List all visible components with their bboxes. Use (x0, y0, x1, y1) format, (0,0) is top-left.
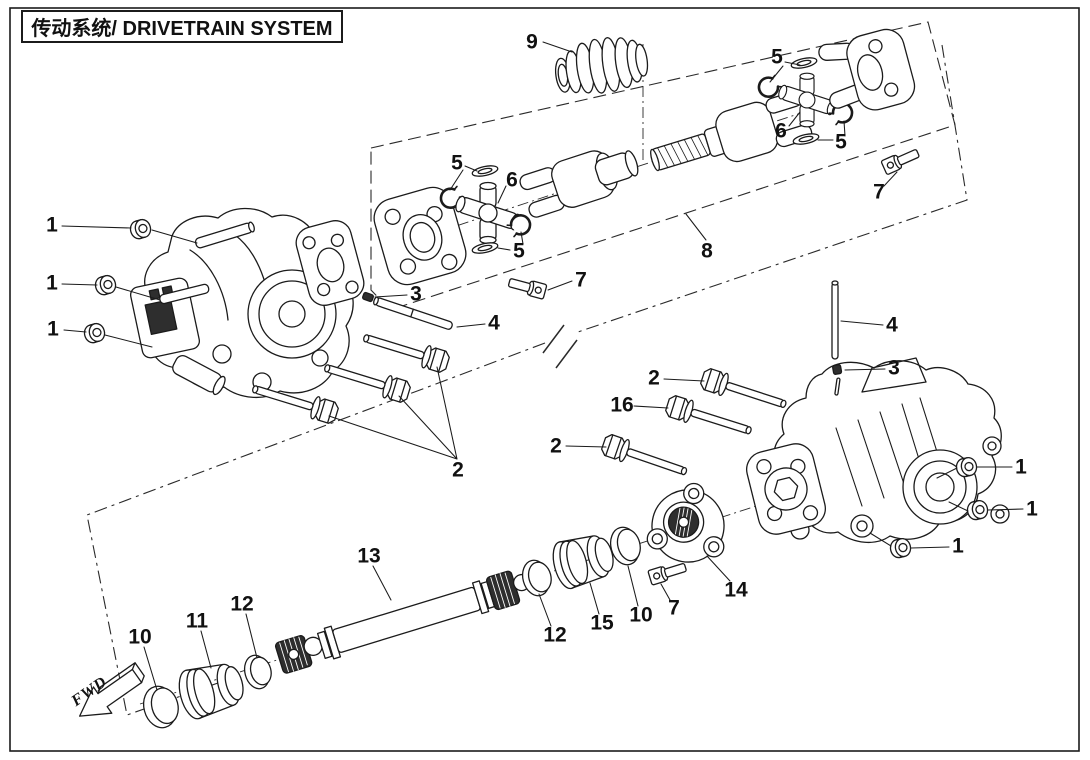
upper-assembly-dashed-box (370, 21, 956, 311)
callout-6: 6 (506, 168, 518, 192)
callout-5: 5 (771, 45, 783, 69)
front-output-flange (295, 220, 365, 306)
callout-5: 5 (835, 130, 847, 154)
propeller-shaft-part13 (274, 570, 536, 674)
callout-12: 12 (230, 592, 254, 616)
break-symbol (542, 324, 578, 369)
cv-boot-part9 (554, 37, 649, 94)
callout-2: 2 (452, 458, 464, 482)
callout-5: 5 (513, 239, 525, 263)
callout-4: 4 (488, 311, 500, 335)
callout-1: 1 (46, 271, 58, 295)
callout-15: 15 (590, 611, 614, 635)
callout-7: 7 (575, 268, 587, 292)
callout-11: 11 (185, 609, 209, 633)
callout-3: 3 (888, 356, 900, 380)
callout-10: 10 (629, 603, 653, 627)
gearbox-connector (144, 298, 178, 336)
callout-14: 14 (724, 578, 748, 602)
connector-phantom-line (86, 44, 968, 716)
front-gearbox (129, 207, 365, 398)
front-yoke (519, 150, 639, 218)
leader-lines (61, 41, 1024, 691)
callout-2: 2 (648, 366, 660, 390)
fwd-arrow (79, 662, 145, 717)
pin-part3 (832, 364, 843, 396)
callout-1: 1 (1015, 455, 1027, 479)
callout-16: 16 (610, 393, 634, 417)
callout-7: 7 (873, 180, 885, 204)
gearbox-output-shaft (172, 354, 226, 396)
ring-part10 (609, 526, 641, 566)
propshaft-front-flange (373, 186, 467, 286)
page-title: 传动系统/ DRIVETRAIN SYSTEM (31, 18, 333, 40)
callout-8: 8 (701, 239, 713, 263)
callout-6: 6 (775, 119, 787, 143)
ring-part12 (521, 559, 552, 597)
title-block: 传动系统/ DRIVETRAIN SYSTEM (21, 10, 343, 43)
flange-yoke (818, 28, 916, 111)
callout-5: 5 (451, 151, 463, 175)
callout-2: 2 (550, 434, 562, 458)
callout-4: 4 (886, 313, 898, 337)
callout-1: 1 (1026, 497, 1038, 521)
callout-1: 1 (46, 213, 58, 237)
callout-1: 1 (47, 317, 59, 341)
coupler-part15 (552, 535, 614, 590)
callout-1: 1 (952, 534, 964, 558)
coupling-flange-part14 (646, 482, 725, 563)
callout-7: 7 (668, 596, 680, 620)
callout-3: 3 (410, 282, 422, 306)
callout-9: 9 (526, 30, 538, 54)
coupler-part11 (178, 663, 244, 720)
rear-input-flange (746, 443, 826, 535)
rear-gearbox (746, 357, 1010, 543)
dowel-part4 (831, 280, 839, 360)
ring-part12 (243, 654, 272, 690)
pin-part3 (362, 291, 374, 303)
callout-10: 10 (128, 625, 152, 649)
ring-part10 (142, 685, 179, 729)
gearbox-stud (194, 221, 255, 249)
callout-12: 12 (543, 623, 567, 647)
dowel-part4 (373, 296, 453, 330)
callout-13: 13 (357, 544, 381, 568)
